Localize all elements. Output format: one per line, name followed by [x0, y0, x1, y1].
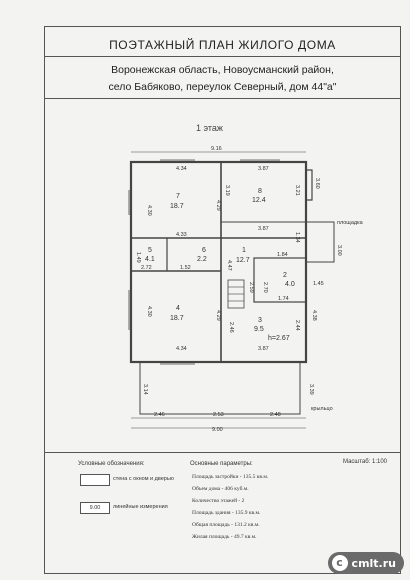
dim-r3-left: 2.46 — [228, 322, 234, 333]
right-extension — [306, 169, 313, 201]
ceiling-height: h=2.67 — [268, 335, 290, 342]
dim-mid-left: 4.33 — [176, 232, 187, 238]
dim-r2-w2: 2.70 — [262, 282, 268, 293]
outer-wall — [129, 160, 308, 364]
room-7-number: 7 — [176, 193, 180, 200]
param-item: Жилая площадь - 49.7 кв.м. — [192, 534, 257, 540]
dim-r4-right: 4.29 — [215, 310, 221, 321]
legend-dim-label: линейные измерения — [113, 504, 168, 510]
porch-label: крыльцо — [311, 406, 333, 412]
room-2-number: 2 — [283, 272, 287, 279]
dim-r8-right: 3.21 — [294, 185, 300, 196]
param-item: Количество этажей - 2 — [192, 498, 245, 504]
room-3-area: 9.5 — [254, 326, 264, 333]
dim-bot-right: 3.87 — [258, 346, 269, 352]
room-2-walls — [253, 257, 307, 303]
platform-label: площадка — [337, 220, 364, 226]
room-8-number: 8 — [258, 188, 262, 195]
porch — [139, 361, 301, 415]
address-divider — [44, 98, 401, 99]
param-item: Объем дома - 406 куб.м. — [192, 486, 249, 492]
dim-seg2: 2.53 — [213, 412, 224, 418]
dim-r8-left: 3.19 — [224, 185, 230, 196]
room-1-area: 12.7 — [236, 257, 250, 264]
floor-label: 1 этаж — [196, 123, 223, 133]
watermark-badge: c cmlt.ru — [327, 552, 404, 574]
dim-r2-w: 1.74 — [278, 296, 289, 302]
platform-right — [305, 221, 335, 263]
room-1-number: 1 — [242, 247, 246, 254]
room-4-number: 4 — [176, 305, 180, 312]
room-5-number: 5 — [148, 247, 152, 254]
dim-r7-h: 4.30 — [146, 205, 152, 216]
dim-r1-h: 4.47 — [226, 260, 232, 271]
param-item: Площадь здания - 135.9 кв.м. — [192, 510, 261, 516]
room-6-number: 6 — [202, 247, 206, 254]
dim-bot-left: 4.34 — [176, 346, 187, 352]
dim-corr-h: 1.34 — [294, 232, 300, 243]
legend-wall-label: стена с окном и дверью — [113, 476, 174, 482]
dim-r8-top: 3.87 — [258, 166, 269, 172]
room-4-area: 18.7 — [170, 315, 184, 322]
dim-stair-w: 1.84 — [277, 252, 288, 258]
room-8-area: 12.4 — [252, 197, 266, 204]
dim-r3-right: 2.44 — [294, 320, 300, 331]
dim-plat-h: 3.00 — [336, 245, 342, 256]
params-title: Основные параметры: — [190, 461, 253, 467]
dim-r6-w: 1.52 — [180, 265, 191, 271]
dim-symbol: 9.00 — [80, 502, 110, 514]
room-3-number: 3 — [258, 317, 262, 324]
room-7-area: 18.7 — [170, 203, 184, 210]
dim-porch-right: 3.39 — [308, 384, 314, 395]
room-6-area: 2.2 — [197, 256, 207, 263]
dim-ext-r: 4.38 — [311, 310, 317, 321]
title-divider — [44, 56, 401, 57]
watermark-text: cmlt.ru — [351, 556, 396, 570]
dim-r7-top: 4.34 — [176, 166, 187, 172]
dim-porch-left: 3.14 — [142, 384, 148, 395]
dim-top-total: 9.16 — [211, 146, 222, 152]
param-item: Площадь застройки - 135.5 кв.м. — [192, 474, 269, 480]
watermark-logo-icon: c — [331, 555, 348, 571]
wall-symbol — [80, 474, 110, 486]
dim-r5-w: 2.72 — [141, 265, 152, 271]
dim-bottom-total: 9.00 — [212, 427, 223, 433]
room-5-area: 4.1 — [145, 256, 155, 263]
address-line-1: Воронежская область, Новоусманский район… — [111, 64, 334, 76]
room-2-area: 4.0 — [285, 281, 295, 288]
address-line-2: село Бабяково, переулок Северный, дом 44… — [108, 81, 337, 93]
dim-r5-h: 1.49 — [135, 252, 141, 263]
dim-porch-side: 1.45 — [313, 281, 324, 287]
dim-seg1: 2.46 — [154, 412, 165, 418]
dim-r4-h: 4.30 — [146, 306, 152, 317]
dim-r2-h: 2.59 — [248, 282, 254, 293]
dim-mid-right: 3.87 — [258, 226, 269, 232]
dim-seg3: 2.48 — [270, 412, 281, 418]
sheet-frame — [44, 26, 401, 574]
page-title: ПОЭТАЖНЫЙ ПЛАН ЖИЛОГО ДОМА — [109, 38, 336, 52]
dim-r7-right: 4.29 — [215, 200, 221, 211]
scale-label: Масштаб: 1:100 — [343, 459, 388, 465]
dim-ext-right: 3.60 — [314, 178, 320, 189]
param-item: Общая площадь - 131.2 кв.м. — [192, 522, 260, 528]
legend-title: Условные обозначения: — [78, 461, 145, 467]
legend-divider — [44, 452, 401, 453]
